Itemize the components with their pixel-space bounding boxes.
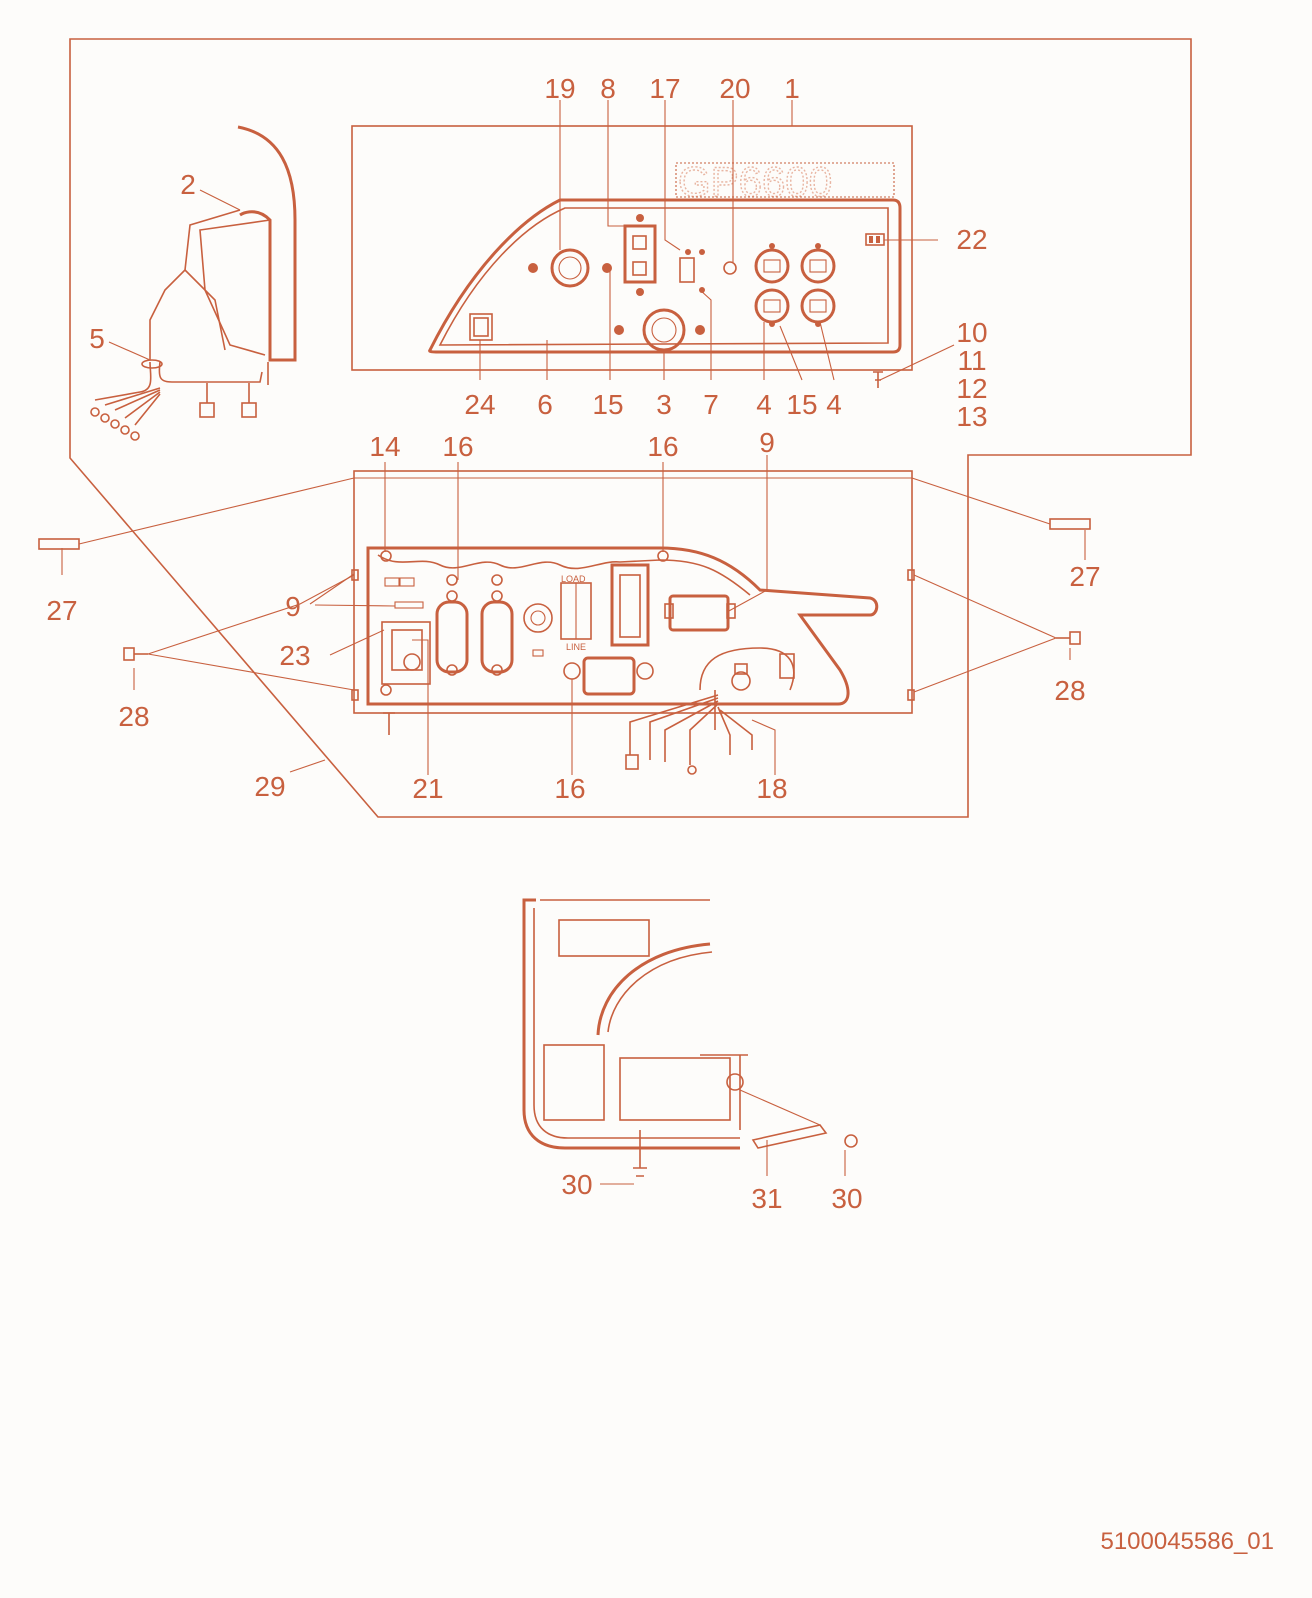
callout-19: 19 [544,73,575,104]
callout-16a: 16 [442,431,473,462]
lamp-harness-assembly [90,125,297,441]
callout-28a: 28 [118,701,149,732]
callout-27a: 27 [46,595,77,626]
callout-20: 20 [719,73,750,104]
callout-6: 6 [537,389,553,420]
callout-23: 23 [279,640,310,671]
label-line: LINE [566,642,586,652]
label-part-27-left [38,538,80,550]
rear-panel-assembly: LOAD LINE [351,470,915,775]
logo-watermark: GP6600 [678,158,832,205]
document-id: 5100045586_01 [1100,1528,1274,1555]
front-panel-assembly: GP6600 [351,125,913,388]
callout-24: 24 [464,389,495,420]
callout-13: 13 [956,401,987,432]
callout-11: 11 [957,345,986,376]
callout-4b: 4 [826,389,842,420]
callout-21: 21 [412,773,443,804]
callout-numbers: 19 8 17 20 1 2 5 22 10 11 12 13 24 6 15 … [46,73,1100,1214]
callout-15b: 15 [786,389,817,420]
callout-18: 18 [756,773,787,804]
callout-10: 10 [956,317,987,348]
callout-9b: 9 [285,591,301,622]
callout-8: 8 [600,73,616,104]
callout-27b: 27 [1069,561,1100,592]
callout-1: 1 [784,73,800,104]
label-load: LOAD [561,574,586,584]
callout-30a: 30 [561,1169,592,1200]
callout-29: 29 [254,771,285,802]
screw-part-28-right [1056,631,1081,645]
callout-22: 22 [956,224,987,255]
screw-part-28-left [123,647,148,661]
group-boundary [69,38,1192,818]
callout-28b: 28 [1054,675,1085,706]
label-part-27-right [1049,518,1091,530]
callout-16c: 16 [554,773,585,804]
callout-31: 31 [751,1183,782,1214]
callout-7: 7 [703,389,719,420]
callout-2: 2 [180,169,196,200]
callout-17: 17 [649,73,680,104]
callout-9a: 9 [759,427,775,458]
frame-view [522,898,858,1177]
callout-16b: 16 [647,431,678,462]
callout-14: 14 [369,431,400,462]
leader-lines [61,100,1086,1185]
callout-3: 3 [656,389,672,420]
callout-5: 5 [89,323,105,354]
callout-12: 12 [956,373,987,404]
callout-30b: 30 [831,1183,862,1214]
callout-4a: 4 [756,389,772,420]
callout-15: 15 [592,389,623,420]
